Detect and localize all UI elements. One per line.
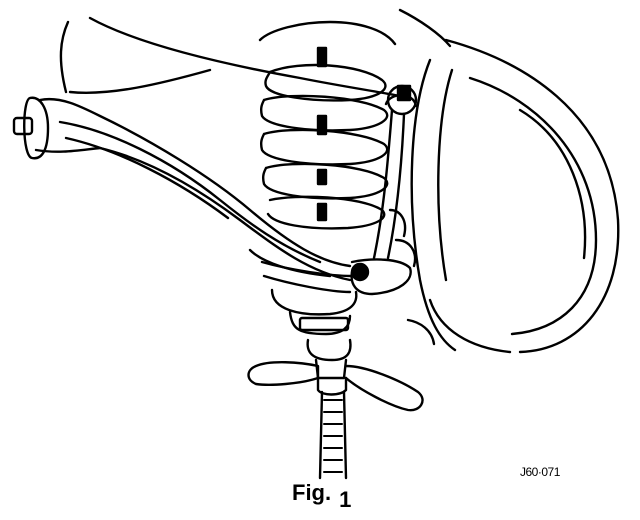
ball-joint-press-tool: [247, 338, 424, 480]
hub-details: [394, 238, 436, 346]
figure-caption-number: 1: [339, 487, 352, 512]
figure-caption-word: Fig.: [292, 480, 332, 505]
lower-control-arm: [12, 96, 352, 282]
brake-disc: [410, 38, 620, 354]
figure-caption: Fig. 1: [292, 480, 351, 512]
ball-joint: [260, 260, 358, 336]
reference-code: J60·071: [520, 465, 560, 479]
link-rod: [350, 84, 418, 296]
frame-outline: [59, 8, 452, 98]
